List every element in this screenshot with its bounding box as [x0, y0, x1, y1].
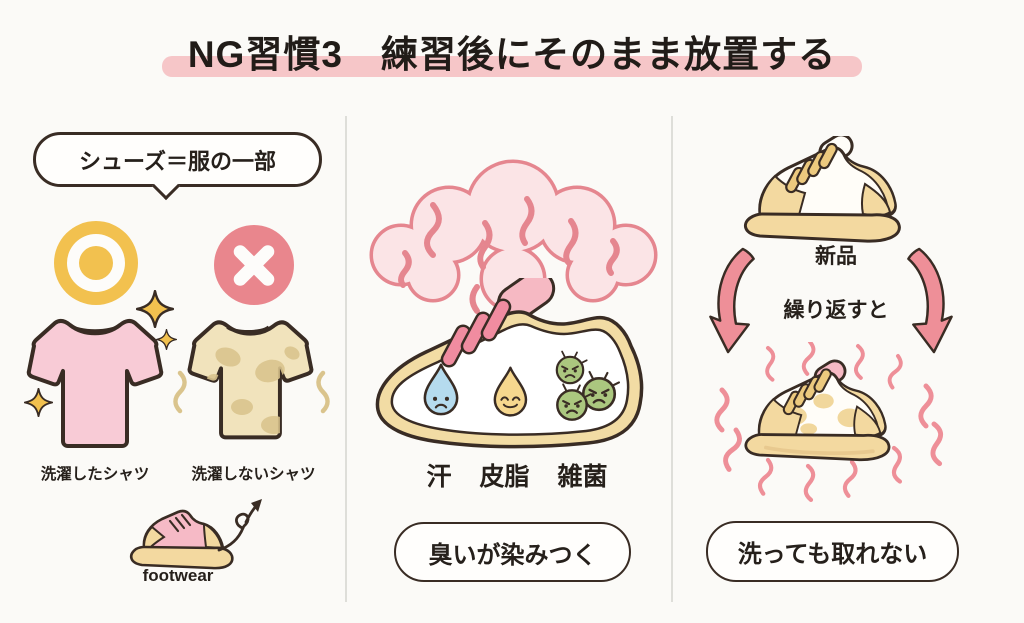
cause-sweat: 汗: [426, 463, 452, 491]
right-caption: 洗っても取れない: [737, 541, 928, 568]
smelly-shoe-icon: [710, 342, 946, 502]
middle-caption: 臭いが染みつく: [428, 541, 597, 569]
curl-arrow-icon: [217, 499, 262, 552]
washed-shirt-label: 洗濯したシャツ: [40, 466, 150, 483]
ok-mark-icon: [54, 221, 138, 305]
divider-left: [345, 116, 347, 602]
new-shoe-icon: [743, 136, 901, 243]
unwashed-shirt-icon: [173, 320, 330, 440]
speech-bubble-label: シューズ＝服の一部: [79, 148, 276, 174]
washed-shirt-icon: [26, 318, 164, 448]
new-shoe-label: 新品: [815, 245, 857, 268]
cause-germs: 雑菌: [557, 463, 608, 491]
middle-caption-pill: 臭いが染みつく: [394, 522, 631, 582]
footwear-label: footwear: [142, 566, 214, 585]
speech-bubble: シューズ＝服の一部: [33, 132, 322, 187]
footwear-shoe-icon: [129, 509, 234, 570]
divider-right: [671, 116, 673, 602]
sebum-drop-icon: [493, 366, 528, 417]
right-caption-pill: 洗っても取れない: [706, 521, 959, 582]
page-title: NG習慣3 練習後にそのまま放置する: [187, 34, 837, 75]
smell-cloud-icon: [369, 159, 658, 314]
sweat-drop-icon: [423, 363, 459, 416]
title-highlight: [162, 56, 862, 77]
cause-sebum: 皮脂: [479, 463, 530, 491]
shoe-cross-section-icon: [375, 278, 644, 449]
cause-labels: 汗 皮脂 雑菌: [354, 457, 680, 493]
ng-mark-icon: [214, 225, 294, 305]
unwashed-shirt-label: 洗濯しないシャツ: [191, 466, 316, 483]
repeat-label: 繰り返すと: [783, 299, 889, 322]
